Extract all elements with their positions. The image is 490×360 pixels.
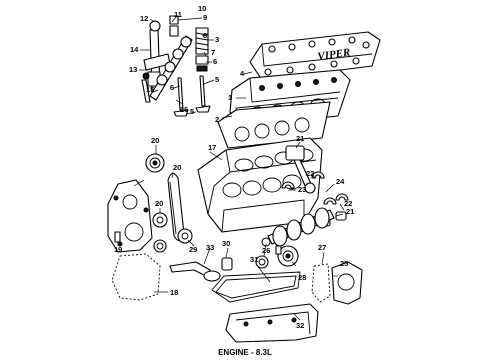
callout-5: 5 [215,75,219,84]
callout-25: 25 [340,259,348,268]
callout-33: 33 [206,243,214,252]
callout-5b: 5 [190,107,194,116]
callout-15: 15 [146,85,154,94]
oil-pump-gear [177,228,193,244]
callout-22b: 22 [344,199,352,208]
callout-22a: 22 [306,169,314,178]
crank-seal [255,255,269,269]
oil-pan-gasket [211,271,301,303]
head-gasket [217,101,331,149]
rear-seal-gasket [311,263,331,303]
callout-24: 24 [336,177,345,186]
piston-connecting-rod [285,145,316,194]
front-seal [153,239,167,253]
leader-lines [117,15,345,321]
diagram-caption: ENGINE - 8.3L [218,348,272,357]
damper-bolt [275,245,282,255]
callout-labels: 1 2 3 4 5 5 6 6 7 8 9 10 11 12 13 14 15 … [114,4,354,330]
callout-29: 29 [189,245,197,254]
callout-18: 18 [170,288,178,297]
callout-1: 1 [228,93,232,102]
crank-sprocket [152,212,168,228]
oil-pickup-tube [169,261,221,282]
valves [173,75,211,117]
engine-block [197,137,323,233]
callout-13: 13 [129,65,137,74]
callout-6: 6 [170,83,174,92]
callout-7: 7 [211,48,215,57]
vibration-damper [277,245,299,267]
callout-9: 9 [203,13,207,22]
callout-20b: 20 [173,163,181,172]
callout-8: 8 [203,31,207,40]
callout-32: 32 [296,321,304,330]
rod-bearings [281,171,349,205]
callout-21b: 21 [346,207,354,216]
callout-12: 12 [140,14,148,23]
callout-20a: 20 [151,136,159,145]
push-rods [141,72,151,103]
timing-cover-gasket [111,253,161,301]
callout-26: 26 [262,246,270,255]
valve-cover: VIPER [249,31,381,81]
rocker-arm-assembly [143,20,171,93]
valve-cover-bolts [264,36,370,76]
callout-11: 11 [174,10,182,19]
callout-2: 2 [215,115,219,124]
callout-16: 16 [180,105,188,114]
oil-pan [225,303,319,343]
callout-17: 17 [208,143,216,152]
rear-seal-retainer [331,261,363,305]
callout-6b: 6 [213,57,217,66]
dowel-pin [114,231,121,243]
camshaft [149,35,193,101]
callout-10: 10 [198,4,206,13]
oil-pump-gasket [221,257,233,271]
callout-30: 30 [222,239,230,248]
callout-28: 28 [298,273,306,282]
valve-cover-logo: VIPER [317,46,351,62]
callout-31: 31 [250,255,258,264]
valve-springs [195,27,209,72]
callout-14: 14 [130,45,139,54]
callout-3: 3 [215,35,219,44]
callout-21a: 21 [296,134,304,143]
callout-4: 4 [240,69,245,78]
callout-19: 19 [114,245,122,254]
callout-20c: 20 [155,199,163,208]
cam-sprocket [145,153,165,173]
lifters [169,15,179,37]
callout-23: 23 [298,185,306,194]
callout-27: 27 [318,243,326,252]
